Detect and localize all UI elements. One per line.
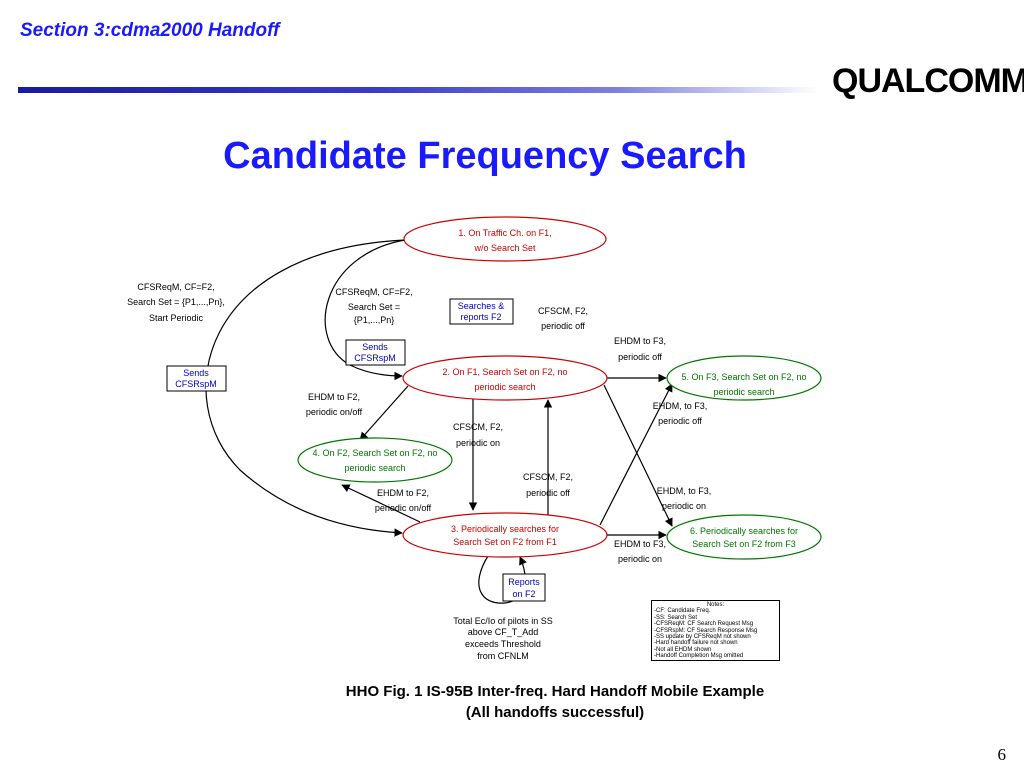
label-ehdm-f3-off-2: periodic off [618, 352, 662, 362]
box-searches-reports: Searches & reports F2 [449, 298, 514, 325]
state-2: 2. On F1, Search Set on F2, no periodic … [402, 355, 608, 401]
state-5: 5. On F3, Search Set on F2, no periodic … [666, 355, 822, 401]
label-ehdm-f2-onoff-low-1: EHDM to F2, [377, 488, 429, 498]
label-outer-3: Start Periodic [149, 313, 204, 323]
svg-text:Search Set on F2 from F1: Search Set on F2 from F1 [453, 537, 557, 547]
label-ehdm-f2-onoff-1: EHDM to F2, [308, 392, 360, 402]
section-title: Section 3:cdma2000 Handoff [20, 20, 280, 41]
label-cfscm-mid-1: CFSCM, F2, [523, 472, 573, 482]
svg-text:5. On F3, Search Set on F2, no: 5. On F3, Search Set on F2, no [681, 372, 806, 382]
notes-item: -SS: Search Set [654, 614, 698, 621]
svg-text:Sends: Sends [362, 342, 388, 352]
qualcomm-logo: QUALCOMM [832, 62, 1024, 100]
caption-line-1: HHO Fig. 1 IS-95B Inter-freq. Hard Hando… [345, 683, 765, 700]
state-4: 4. On F2, Search Set on F2, no periodic … [297, 437, 453, 483]
svg-text:6. Periodically searches for: 6. Periodically searches for [690, 526, 798, 536]
arrow-1-to-3 [205, 239, 406, 537]
notes-item: -CFSReqM: CF Search Request Msg [654, 621, 754, 628]
caption-line-2: (All handoffs successful) [465, 704, 645, 721]
label-inner-1: CFSReqM, CF=F2, [335, 287, 412, 297]
notes-box: Notes: -CF: Candidate Freq. -SS: Search … [651, 600, 780, 661]
arrow-2-to-6 [603, 384, 673, 527]
figure-caption: HHO Fig. 1 IS-95B Inter-freq. Hard Hando… [250, 681, 860, 723]
label-ehdm-f3-off-1: EHDM to F3, [614, 336, 666, 346]
page-title: Candidate Frequency Search [223, 135, 747, 177]
svg-text:Search Set on F2 from F3: Search Set on F2 from F3 [692, 539, 796, 549]
arrow-3-to-4 [341, 484, 421, 523]
label-ehdm-comma-f3-on-2: periodic on [662, 501, 706, 511]
svg-text:Sends: Sends [183, 368, 209, 378]
label-ehdm-comma-f3-off-1: EHDM, to F3, [653, 401, 708, 411]
header-divider [18, 87, 818, 93]
page-number: 6 [997, 745, 1007, 764]
state-6: 6. Periodically searches for Search Set … [666, 514, 822, 560]
label-inner-3: {P1,...,Pn} [354, 315, 395, 325]
label-cfscm-top-1: CFSCM, F2, [538, 306, 588, 316]
label-ehdm-f3-on-2: periodic on [618, 554, 662, 564]
notes-item: -Handoff Completion Msg omitted [654, 653, 744, 660]
svg-text:4. On F2, Search Set on F2, no: 4. On F2, Search Set on F2, no [312, 448, 437, 458]
label-ehdm-f2-onoff-low-2: periodic on/off [375, 503, 432, 513]
svg-text:1. On Traffic Ch. on F1,: 1. On Traffic Ch. on F1, [458, 228, 551, 238]
state-3: 3. Periodically searches for Search Set … [402, 512, 608, 558]
label-outer-2: Search Set = {P1,...,Pn}, [127, 297, 225, 307]
svg-text:CFSRspM: CFSRspM [354, 353, 396, 363]
notes-item: -Not all EHDM shown [654, 646, 712, 653]
notes-item: -Hard handoff failure not shown [654, 640, 738, 647]
svg-text:reports F2: reports F2 [460, 312, 501, 322]
label-ehdm-comma-f3-off-2: periodic off [658, 416, 702, 426]
state-1: 1. On Traffic Ch. on F1, w/o Search Set [403, 216, 607, 262]
arrow-3-to-5 [599, 383, 673, 526]
label-outer-1: CFSReqM, CF=F2, [137, 282, 214, 292]
svg-text:periodic search: periodic search [713, 387, 774, 397]
label-inner-2: Search Set = [348, 302, 400, 312]
svg-text:Reports: Reports [508, 577, 540, 587]
arrow-2-to-4 [359, 385, 409, 441]
notes-item: -CFSRspM: CF Search Response Msg [654, 627, 758, 634]
notes-heading: Notes: [706, 602, 725, 608]
label-ehdm-f3-on-1: EHDM to F3, [614, 539, 666, 549]
label-total-3: exceeds Threshold [465, 639, 541, 649]
label-cfscm-on-1: CFSCM, F2, [453, 422, 503, 432]
label-total-1: Total Ec/Io of pilots in SS [453, 616, 553, 626]
connectors [205, 239, 673, 604]
svg-text:2. On F1, Search Set on F2, no: 2. On F1, Search Set on F2, no [442, 367, 567, 377]
label-total-2: above CF_T_Add [468, 627, 539, 637]
label-total-4: from CFNLM [477, 651, 529, 661]
svg-text:CFSRspM: CFSRspM [175, 379, 217, 389]
notes-item: -SS update by CFSReqM not shown [654, 634, 751, 641]
box-reports-on-f2: Reports on F2 [502, 573, 546, 602]
notes-item: -CF: Candidate Freq. [654, 608, 711, 615]
label-cfscm-top-2: periodic off [541, 321, 585, 331]
svg-text:3. Periodically searches for: 3. Periodically searches for [451, 524, 559, 534]
label-cfscm-mid-2: periodic off [526, 488, 570, 498]
svg-text:w/o Search Set: w/o Search Set [473, 243, 536, 253]
box-sends-cfsrspm-inner: Sends CFSRspM [345, 339, 406, 366]
label-cfscm-on-2: periodic on [456, 438, 500, 448]
svg-text:periodic search: periodic search [474, 382, 535, 392]
label-ehdm-f2-onoff-2: periodic on/off [306, 407, 363, 417]
svg-text:periodic search: periodic search [344, 463, 405, 473]
svg-text:Searches &: Searches & [458, 301, 505, 311]
label-ehdm-comma-f3-on-1: EHDM, to F3, [657, 486, 712, 496]
svg-text:on F2: on F2 [512, 589, 535, 599]
box-sends-cfsrspm-outer: Sends CFSRspM [166, 365, 227, 392]
arrow-1-to-2 [324, 239, 406, 381]
transition-labels: CFSReqM, CF=F2, Search Set = {P1,...,Pn}… [127, 282, 711, 661]
